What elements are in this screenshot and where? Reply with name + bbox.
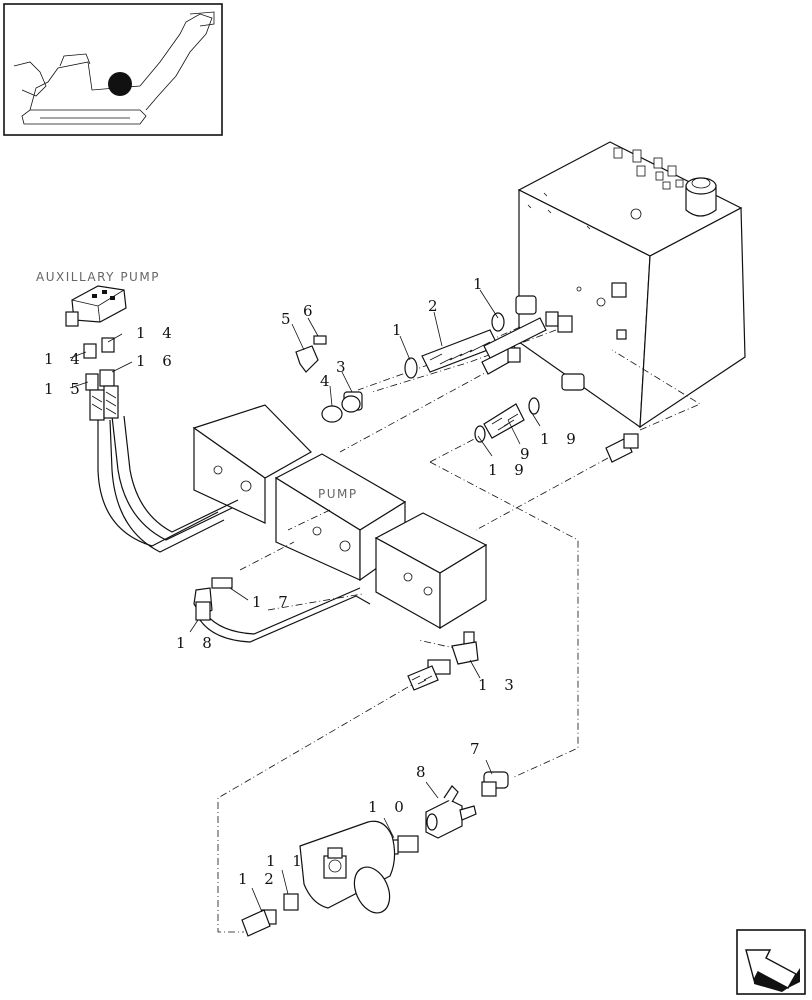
callout-14-left: 1 4 bbox=[44, 350, 86, 368]
pump-label: PUMP bbox=[318, 487, 358, 501]
hydraulic-tank bbox=[517, 141, 746, 429]
auxiliary-pump-label: AUXILLARY PUMP bbox=[36, 270, 160, 284]
callout-12: 1 2 bbox=[238, 870, 280, 888]
callout-10: 1 0 bbox=[368, 798, 410, 816]
callout-8: 8 bbox=[416, 763, 432, 781]
callout-4: 4 bbox=[320, 372, 336, 390]
callout-16: 1 6 bbox=[136, 352, 178, 370]
callout-17: 1 7 bbox=[252, 593, 294, 611]
callout-5: 5 bbox=[281, 310, 297, 328]
callout-6: 6 bbox=[303, 302, 319, 320]
callout-19-left: 1 9 bbox=[488, 461, 530, 479]
callout-3: 3 bbox=[336, 358, 352, 376]
filter-assembly bbox=[241, 771, 509, 937]
callout-1-lower: 1 bbox=[392, 321, 408, 339]
pump-block-right bbox=[374, 512, 488, 630]
aux-fittings bbox=[83, 337, 119, 421]
fittings-17-18 bbox=[193, 577, 233, 621]
callout-14-right: 1 4 bbox=[136, 324, 178, 342]
auxiliary-hoses bbox=[97, 415, 371, 643]
pump-block-left bbox=[192, 404, 312, 524]
next-page-arrow-icon[interactable] bbox=[736, 929, 806, 995]
callout-18: 1 8 bbox=[176, 634, 218, 652]
callout-13: 1 3 bbox=[478, 676, 520, 694]
pump-block-center bbox=[274, 453, 407, 582]
callout-1-upper: 1 bbox=[473, 275, 489, 293]
return-strainer-group bbox=[474, 373, 639, 463]
callout-15: 1 5 bbox=[44, 380, 86, 398]
auxiliary-pump bbox=[65, 285, 127, 327]
callout-2: 2 bbox=[428, 297, 444, 315]
suction-strainer-group bbox=[295, 295, 573, 423]
fitting-13-group bbox=[407, 631, 479, 691]
leader-lines bbox=[69, 289, 541, 913]
callout-7: 7 bbox=[470, 740, 486, 758]
harvester-locator-icon bbox=[3, 3, 223, 136]
callout-19-right: 1 9 bbox=[540, 430, 582, 448]
callout-11: 1 1 bbox=[266, 852, 308, 870]
callout-9: 9 bbox=[520, 445, 536, 463]
